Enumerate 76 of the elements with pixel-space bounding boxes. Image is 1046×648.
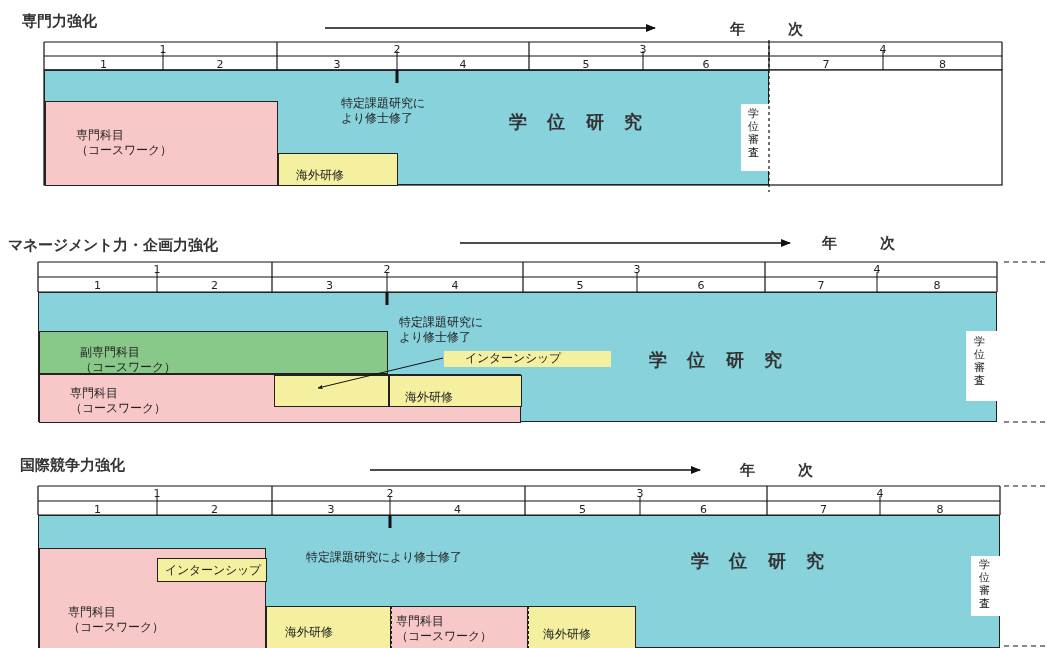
course-box: [39, 548, 266, 648]
timeline-cell-text: 5: [575, 280, 585, 292]
timeline-cell-text: 1: [152, 264, 162, 276]
research-band: [38, 515, 1000, 648]
timeline-cell-text: 6: [699, 504, 708, 516]
timeline-cell-text: 5: [581, 59, 591, 71]
timeline-cell-text: 2: [210, 504, 219, 516]
timeline-cell-text: 3: [325, 280, 334, 292]
timeline-cell-text: 3: [638, 44, 648, 56]
timeline-cell-text: 4: [875, 488, 885, 500]
box-label: インターンシップ: [465, 351, 561, 366]
timeline-cell-text: 3: [632, 264, 642, 276]
research-band: [38, 292, 997, 422]
box-label: 学位審査: [748, 107, 760, 159]
timeline-cell-text: 2: [385, 488, 395, 500]
leader-arrow: [317, 357, 444, 389]
timeline-cell-text: 6: [696, 280, 706, 292]
band-title: 学 位 研 究: [509, 111, 642, 133]
box-label: 海外研修: [405, 390, 453, 405]
timeline-cell-text: 3: [635, 488, 645, 500]
course-box: [39, 374, 521, 423]
course-box: [391, 606, 528, 648]
training-box: [528, 606, 636, 648]
timeline-cell-text: 4: [458, 59, 468, 71]
timeline-cell-text: 4: [453, 504, 462, 516]
section-title: 専門力強化: [22, 12, 97, 30]
timeline-cell-text: 2: [210, 280, 219, 292]
training-box: [278, 153, 398, 186]
axis-label: 年 次: [740, 461, 814, 479]
training-box: [266, 606, 391, 648]
timeline-cell-text: 1: [152, 488, 162, 500]
axis-label: 年 次: [730, 20, 804, 38]
timeline-cell-text: 6: [701, 59, 711, 71]
box-label: 学位審査: [979, 558, 991, 610]
axis-label: 年 次: [822, 234, 896, 252]
internship-tag: [444, 351, 611, 367]
box-label: 海外研修: [285, 625, 333, 640]
timeline-cell-text: 8: [932, 280, 942, 292]
timeline-cell-text: 2: [215, 59, 225, 71]
note-text: 特定課題研究により修士修了: [399, 315, 484, 345]
timeline-cell-text: 3: [326, 504, 336, 516]
course-box: [45, 101, 278, 186]
band-title: 学 位 研 究: [649, 349, 782, 371]
timeline-cell-text: 1: [158, 44, 168, 56]
timeline-cell-text: 4: [872, 264, 882, 276]
box-label: 海外研修: [543, 627, 591, 642]
timeline-cell-text: 1: [93, 280, 102, 292]
band-title: 学 位 研 究: [691, 550, 824, 572]
research-band: [44, 70, 769, 185]
box-label: 学位審査: [974, 335, 986, 387]
timeline-cell-text: 5: [578, 504, 587, 516]
timeline-cell-text: 7: [819, 504, 828, 516]
timeline-cell-text: 3: [332, 59, 342, 71]
review-box: [741, 104, 770, 171]
timeline-cell-text: 1: [99, 59, 108, 71]
timeline-cell-text: 1: [93, 504, 102, 516]
timeline-cell-text: 4: [878, 44, 888, 56]
internship-box: [274, 375, 389, 407]
training-box: [389, 375, 522, 407]
timeline-cell-text: 4: [450, 280, 460, 292]
note-text: 特定課題研究により修士修了: [341, 96, 426, 126]
section-title: マネージメント力・企画力強化: [8, 236, 218, 254]
box-label: 海外研修: [296, 168, 344, 183]
internship-box: [157, 558, 267, 582]
timeline-cell-text: 8: [938, 59, 947, 71]
timeline-cell-text: 2: [382, 264, 392, 276]
timeline-cell-text: 2: [392, 44, 402, 56]
timeline-cell-text: 7: [816, 280, 826, 292]
review-box: [971, 556, 1001, 616]
course-box: [39, 331, 388, 374]
review-box: [966, 331, 998, 401]
note-text: 特定課題研究により修士修了: [306, 550, 462, 565]
timeline-cell-text: 7: [821, 59, 831, 71]
box-label: インターンシップ: [165, 563, 261, 578]
section-title: 国際競争力強化: [20, 456, 125, 474]
timeline-cell-text: 8: [935, 504, 945, 516]
